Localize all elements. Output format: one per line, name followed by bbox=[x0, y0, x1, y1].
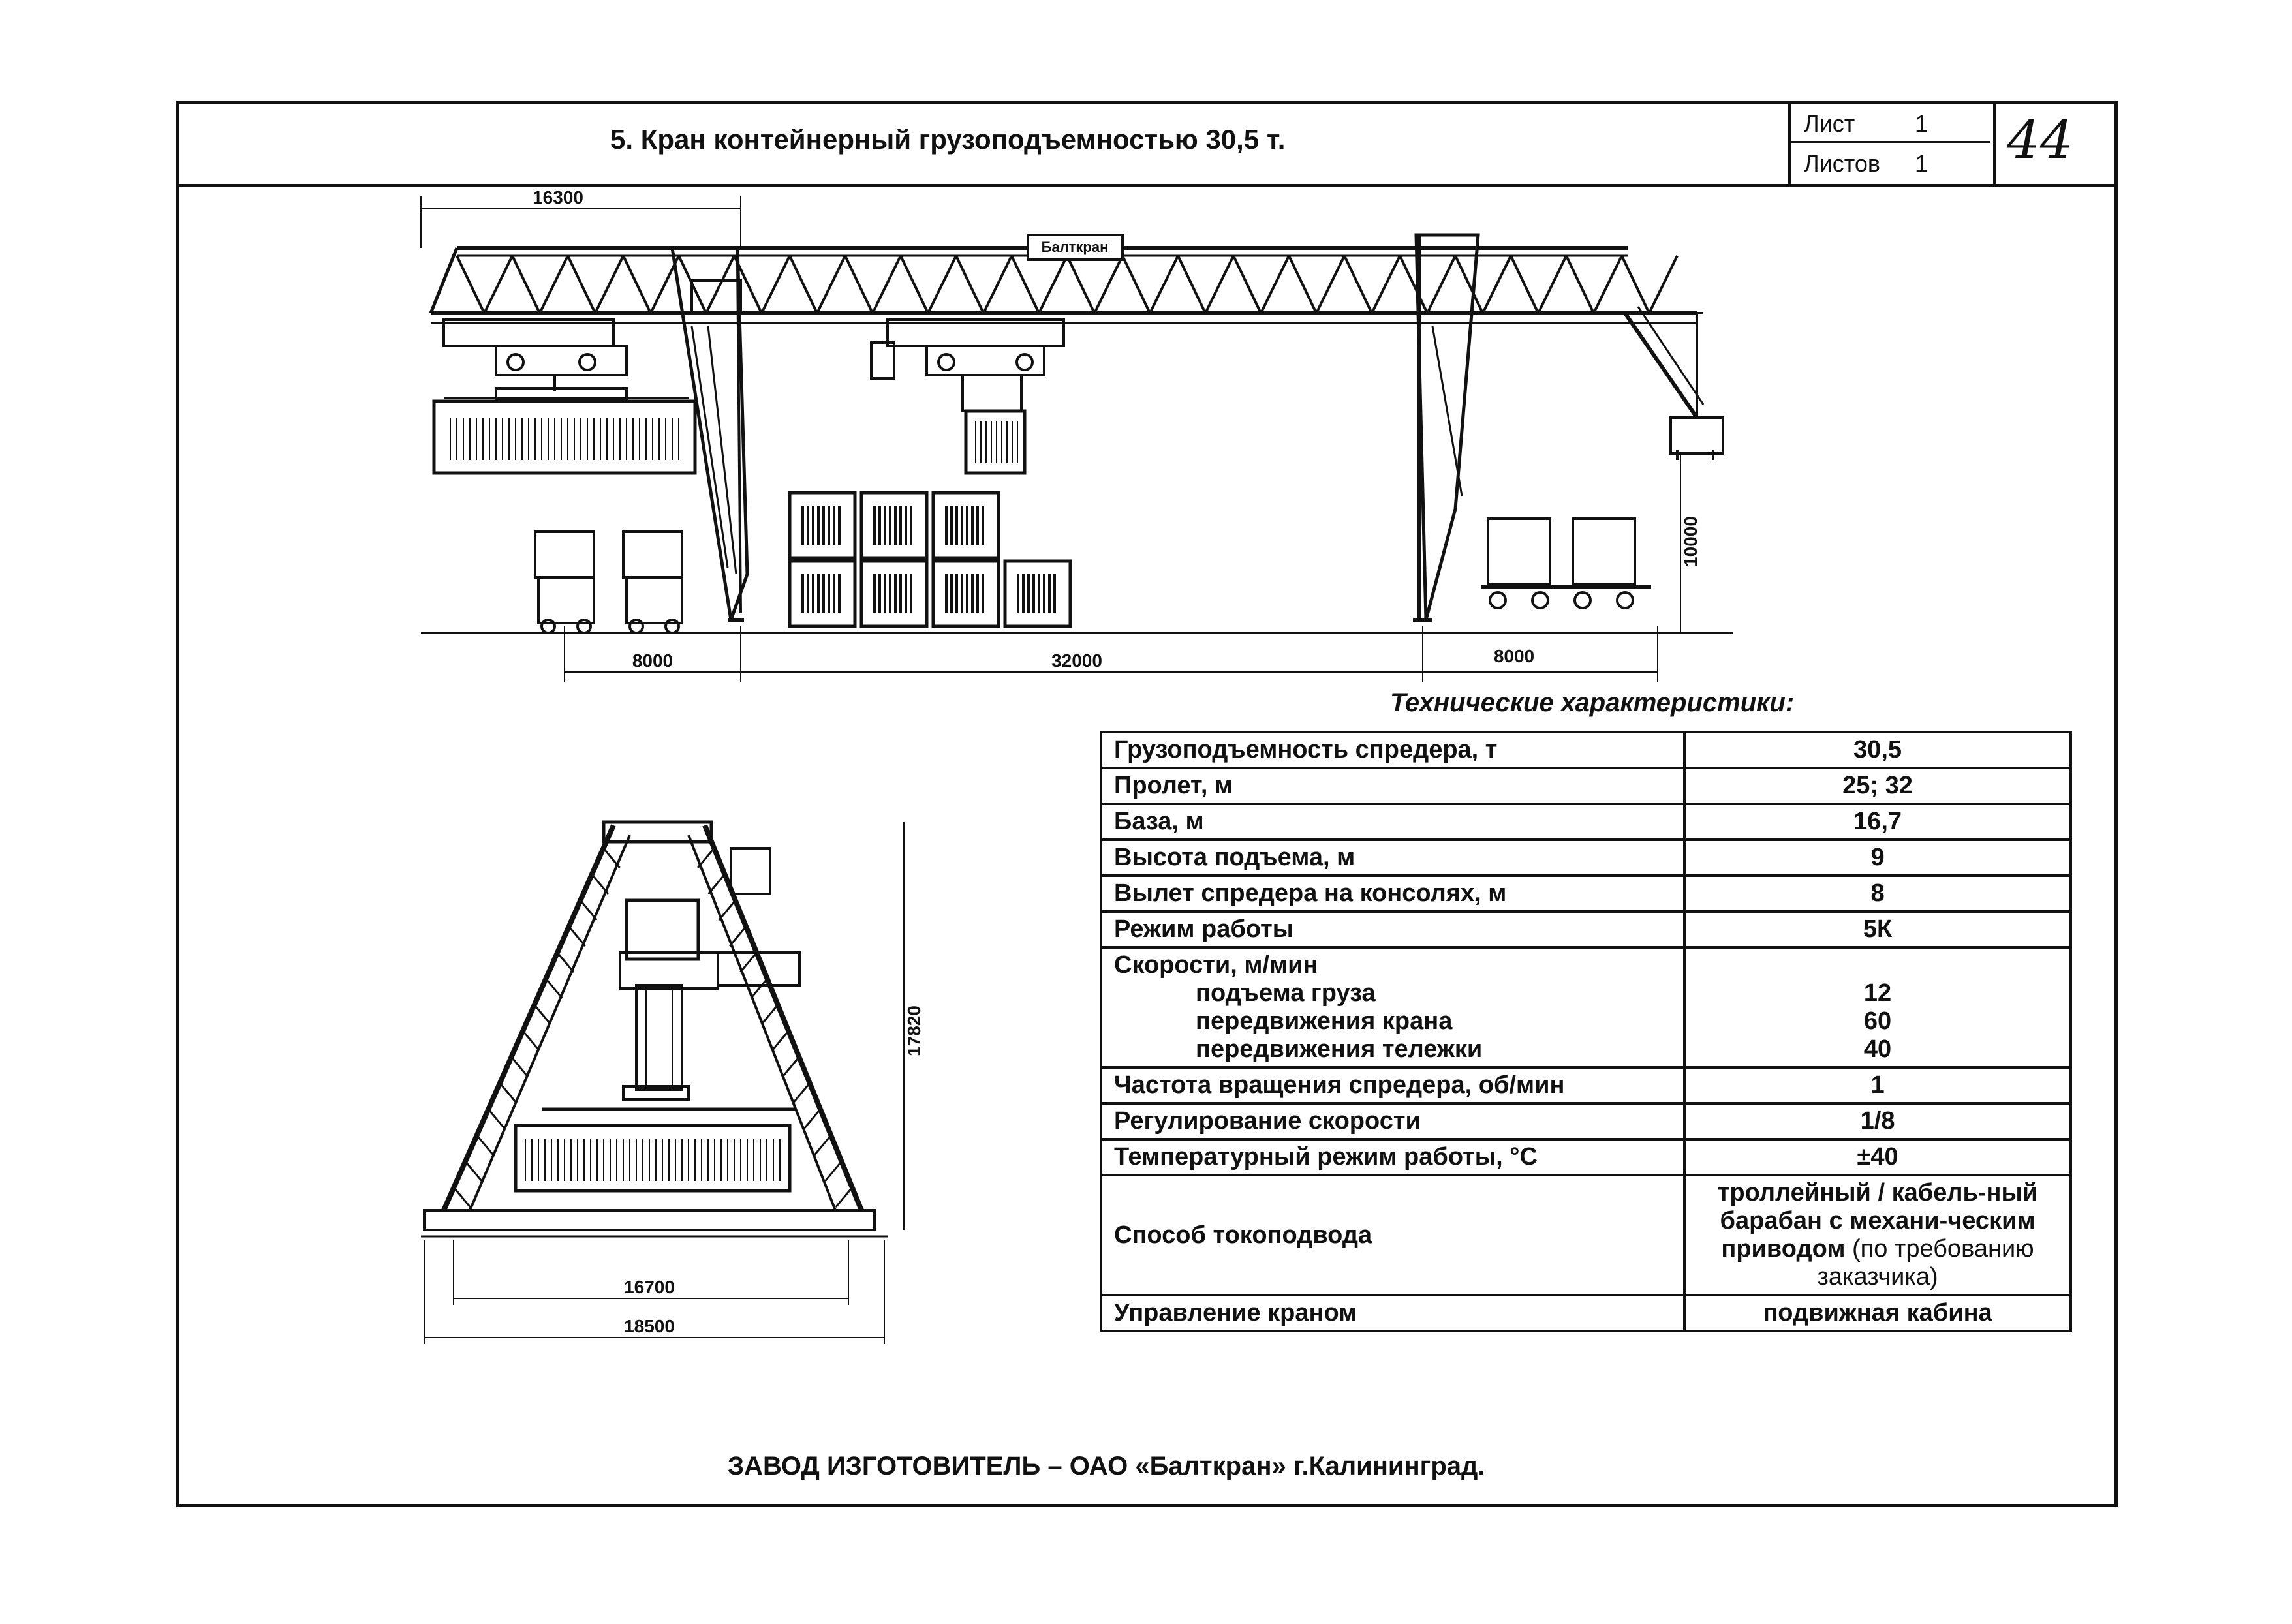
sheet-label: Лист bbox=[1804, 110, 1855, 137]
spec-value: 16,7 bbox=[1683, 803, 2072, 841]
handwritten-page-number: 44 bbox=[2007, 110, 2073, 170]
spec-value: 1 bbox=[1683, 1066, 2072, 1105]
crane-end-elevation bbox=[421, 820, 905, 1344]
dim-base-outer: 18500 bbox=[624, 1316, 675, 1336]
specs-caption: Технические характеристики: bbox=[1390, 688, 1795, 717]
crane-side-elevation bbox=[420, 196, 1733, 682]
title-block: 5. Кран контейнерный грузоподъемностью 3… bbox=[179, 104, 2114, 187]
spec-param: База, м bbox=[1099, 803, 1686, 841]
rail-wagons bbox=[1481, 517, 1651, 609]
end-container-stripes bbox=[525, 1139, 781, 1181]
spec-value: 5К bbox=[1683, 910, 2072, 949]
speed-item-label: подъема груза bbox=[1196, 979, 1376, 1007]
spec-param: Грузоподъемность спредера, т bbox=[1099, 731, 1686, 769]
sheets-cell: Листов 1 bbox=[1791, 144, 1990, 183]
manufacturer-footer: ЗАВОД ИЗГОТОВИТЕЛЬ – ОАО «Балткран» г.Ка… bbox=[728, 1452, 1485, 1480]
spec-row: Температурный режим работы, °С±40 bbox=[1099, 1138, 2072, 1176]
spec-param: Пролет, м bbox=[1099, 767, 1686, 805]
dim-right-base: 8000 bbox=[1494, 646, 1534, 666]
speed-item-value: 40 bbox=[1863, 1035, 1892, 1063]
drawing-sheet: 5. Кран контейнерный грузоподъемностью 3… bbox=[176, 101, 2118, 1507]
spec-param: Режим работы bbox=[1099, 910, 1686, 949]
hanging-container-stripes bbox=[450, 418, 679, 460]
truck-right bbox=[622, 530, 683, 634]
power-value-main: троллейный / кабель-ный барабан с механи… bbox=[1717, 1179, 2038, 1263]
sheets-label: Листов bbox=[1804, 150, 1880, 177]
power-value-note: (по требованию заказчика) bbox=[1817, 1235, 2034, 1291]
truck-left bbox=[534, 530, 595, 634]
sheet-cell: Лист 1 bbox=[1791, 104, 1990, 143]
spec-value: троллейный / кабель-ный барабан с механи… bbox=[1683, 1174, 2072, 1296]
dim-end-height: 17820 bbox=[904, 1005, 924, 1056]
speed-item-label: передвижения крана bbox=[1196, 1007, 1453, 1035]
spec-param: Высота подъема, м bbox=[1099, 838, 1686, 877]
spec-value: 9 bbox=[1683, 838, 2072, 877]
spec-value: 8 bbox=[1683, 874, 2072, 913]
spec-param: Управление краном bbox=[1099, 1294, 1686, 1332]
speeds-label: Скорости, м/мин bbox=[1114, 951, 1318, 979]
spec-param: Способ токоподвода bbox=[1099, 1174, 1686, 1296]
spec-value: подвижная кабина bbox=[1683, 1294, 2072, 1332]
spec-param: Частота вращения спредера, об/мин bbox=[1099, 1066, 1686, 1105]
center-container-stripes bbox=[975, 421, 1018, 463]
spec-value: ±40 bbox=[1683, 1138, 2072, 1176]
speed-item-label: передвижения тележки bbox=[1196, 1035, 1483, 1063]
girder-truss bbox=[456, 255, 1679, 314]
spec-param: Регулирование скорости bbox=[1099, 1102, 1686, 1141]
sheets-number: 1 bbox=[1915, 150, 1928, 177]
dim-height: 10000 bbox=[1680, 516, 1701, 567]
page-title: 5. Кран контейнерный грузоподъемностью 3… bbox=[610, 124, 1286, 155]
spec-value: 25; 32 bbox=[1683, 767, 2072, 805]
speed-item-value: 60 bbox=[1863, 1007, 1892, 1035]
brand-label: Балткран bbox=[1042, 239, 1109, 255]
brand-plate bbox=[1027, 234, 1124, 261]
spec-param: Температурный режим работы, °С bbox=[1099, 1138, 1686, 1176]
dim-span: 32000 bbox=[1051, 651, 1102, 671]
dim-left-base: 8000 bbox=[632, 651, 673, 671]
a-frame-bracing bbox=[453, 848, 853, 1208]
sheet-number: 1 bbox=[1915, 110, 1928, 137]
container-stack bbox=[788, 491, 1072, 628]
spec-param: Вылет спредера на консолях, м bbox=[1099, 874, 1686, 913]
dim-top-overhang: 16300 bbox=[533, 187, 583, 207]
dim-base-inner: 16700 bbox=[624, 1277, 675, 1297]
spec-row-power: Способ токоподвода троллейный / кабель-ны… bbox=[1099, 1174, 2072, 1296]
spec-value: 1/8 bbox=[1683, 1102, 2072, 1141]
spec-value: 30,5 bbox=[1683, 731, 2072, 769]
sheet-info-box: Лист 1 Листов 1 bbox=[1788, 104, 1996, 184]
speed-item-value: 12 bbox=[1863, 979, 1892, 1007]
